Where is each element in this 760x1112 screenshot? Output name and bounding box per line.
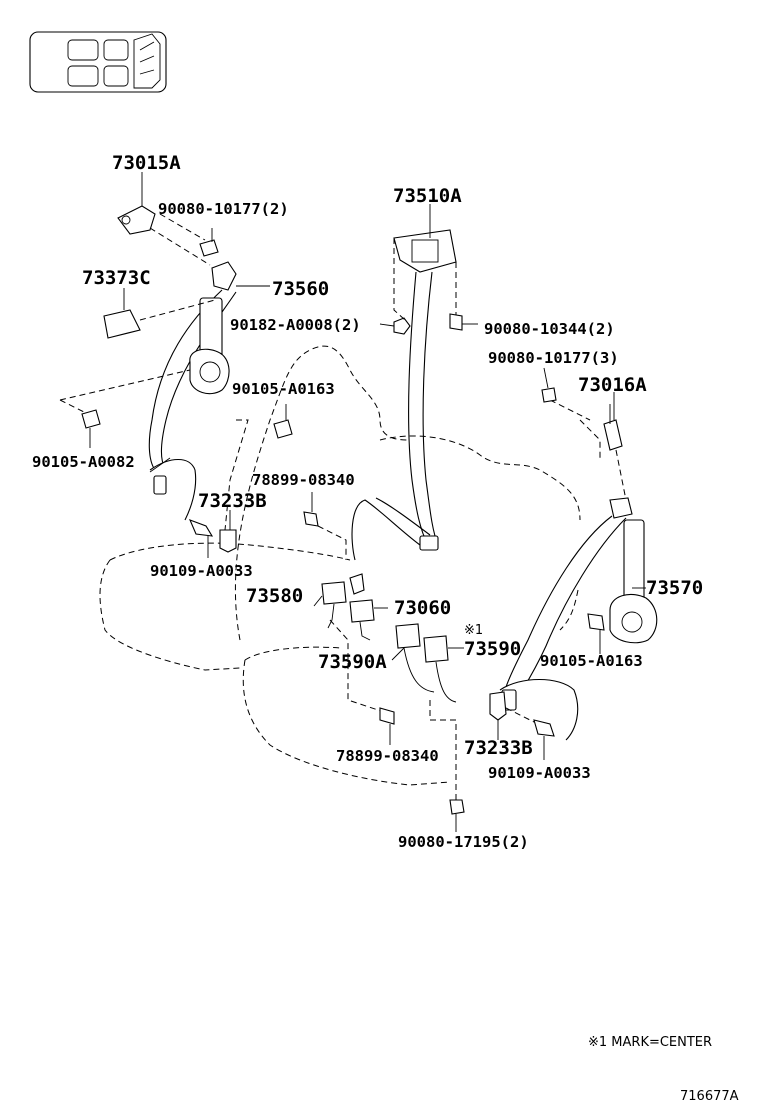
seat-outline — [99, 345, 581, 786]
bolt-78899-08340-top — [303, 492, 347, 560]
label-73580: 73580 — [246, 585, 303, 607]
label-73016A: 73016A — [578, 374, 647, 396]
label-90080-10177-2: 90080-10177(2) — [158, 200, 289, 218]
bolt-90105-A0163-right — [587, 613, 605, 650]
buckle-73060 — [349, 599, 375, 641]
label-73233B-right: 73233B — [464, 737, 533, 759]
label-90105-A0163-right: 90105-A0163 — [540, 652, 643, 670]
bolt-90109-A0033-left — [188, 519, 214, 558]
label-73233B-left: 73233B — [198, 490, 267, 512]
label-73560: 73560 — [272, 278, 329, 300]
buckle-73580 — [321, 581, 347, 629]
bolt-90105-A0163-left — [273, 404, 293, 439]
label-73060: 73060 — [394, 597, 451, 619]
bolt-90109-A0033-right — [505, 707, 555, 760]
footnote-mark-center: ※1 MARK=CENTER — [588, 1035, 712, 1050]
label-90080-10344-2: 90080-10344(2) — [484, 320, 615, 338]
label-73373C: 73373C — [82, 267, 151, 289]
label-90109-A0033-right: 90109-A0033 — [488, 764, 591, 782]
bolt-90105-A0082 — [81, 409, 101, 448]
cover-73233B-left — [219, 510, 237, 553]
nut-90080-17195 — [449, 799, 465, 832]
label-90080-10177-3: 90080-10177(3) — [488, 349, 619, 367]
label-73570: 73570 — [646, 577, 703, 599]
vehicle-seat-layout-icon — [29, 31, 167, 93]
leader-lines — [123, 172, 646, 661]
label-90105-A0163-left: 90105-A0163 — [232, 380, 335, 398]
label-73510A: 73510A — [393, 185, 462, 207]
label-78899-08340-bottom: 78899-08340 — [336, 747, 439, 765]
center-mark-symbol: ※1 — [464, 623, 483, 638]
buckle-73590 — [423, 635, 457, 703]
bolt-78899-08340-bottom — [379, 707, 395, 745]
nut-90182-A0008 — [393, 317, 411, 335]
label-90109-A0033-left: 90109-A0033 — [150, 562, 253, 580]
center-belt-assembly — [349, 229, 457, 595]
cover-73233B-right — [489, 691, 507, 740]
label-73015A: 73015A — [112, 152, 181, 174]
buckle-73590A — [395, 623, 435, 693]
label-73590: 73590 — [464, 638, 521, 660]
bolt-90080-10177-left — [199, 228, 219, 257]
right-outer-belt — [499, 387, 658, 741]
bolt-90080-10344 — [449, 313, 463, 331]
label-90080-17195-2: 90080-17195(2) — [398, 833, 529, 851]
diagram-code: 716677A — [680, 1089, 739, 1104]
label-90105-A0082: 90105-A0082 — [32, 453, 135, 471]
left-outer-belt — [59, 205, 237, 521]
label-73590A: 73590A — [318, 651, 387, 673]
label-78899-08340-top: 78899-08340 — [252, 471, 355, 489]
label-90182-A0008-2: 90182-A0008(2) — [230, 316, 361, 334]
